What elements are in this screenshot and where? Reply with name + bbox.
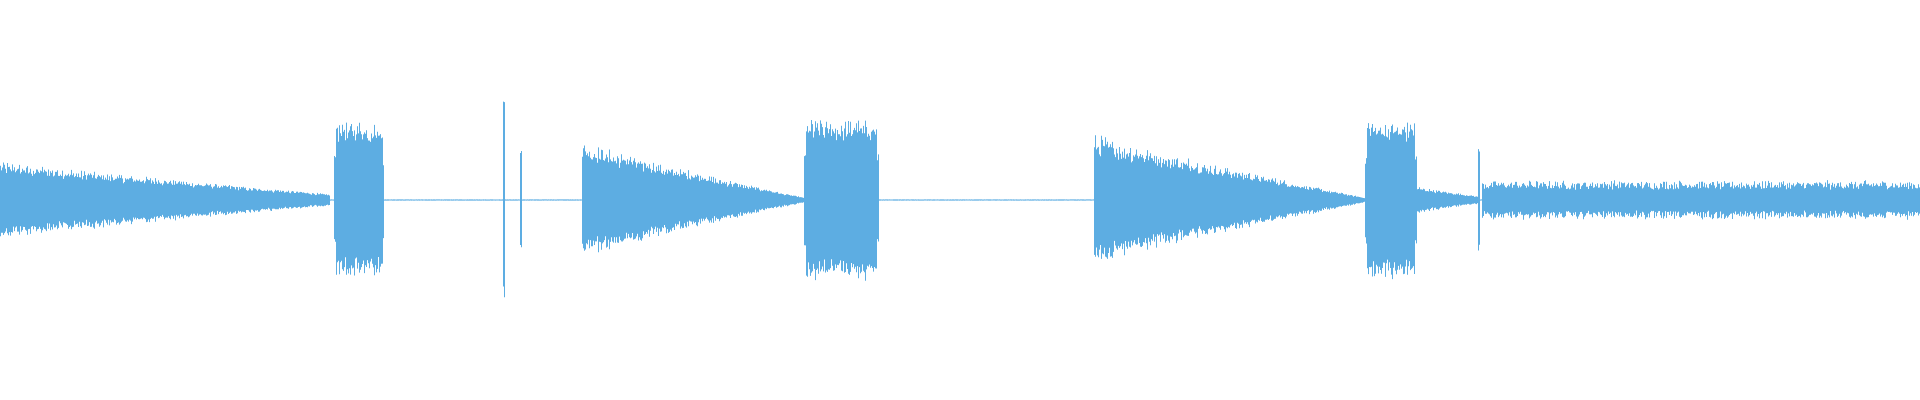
waveform-peaks xyxy=(0,101,1920,298)
